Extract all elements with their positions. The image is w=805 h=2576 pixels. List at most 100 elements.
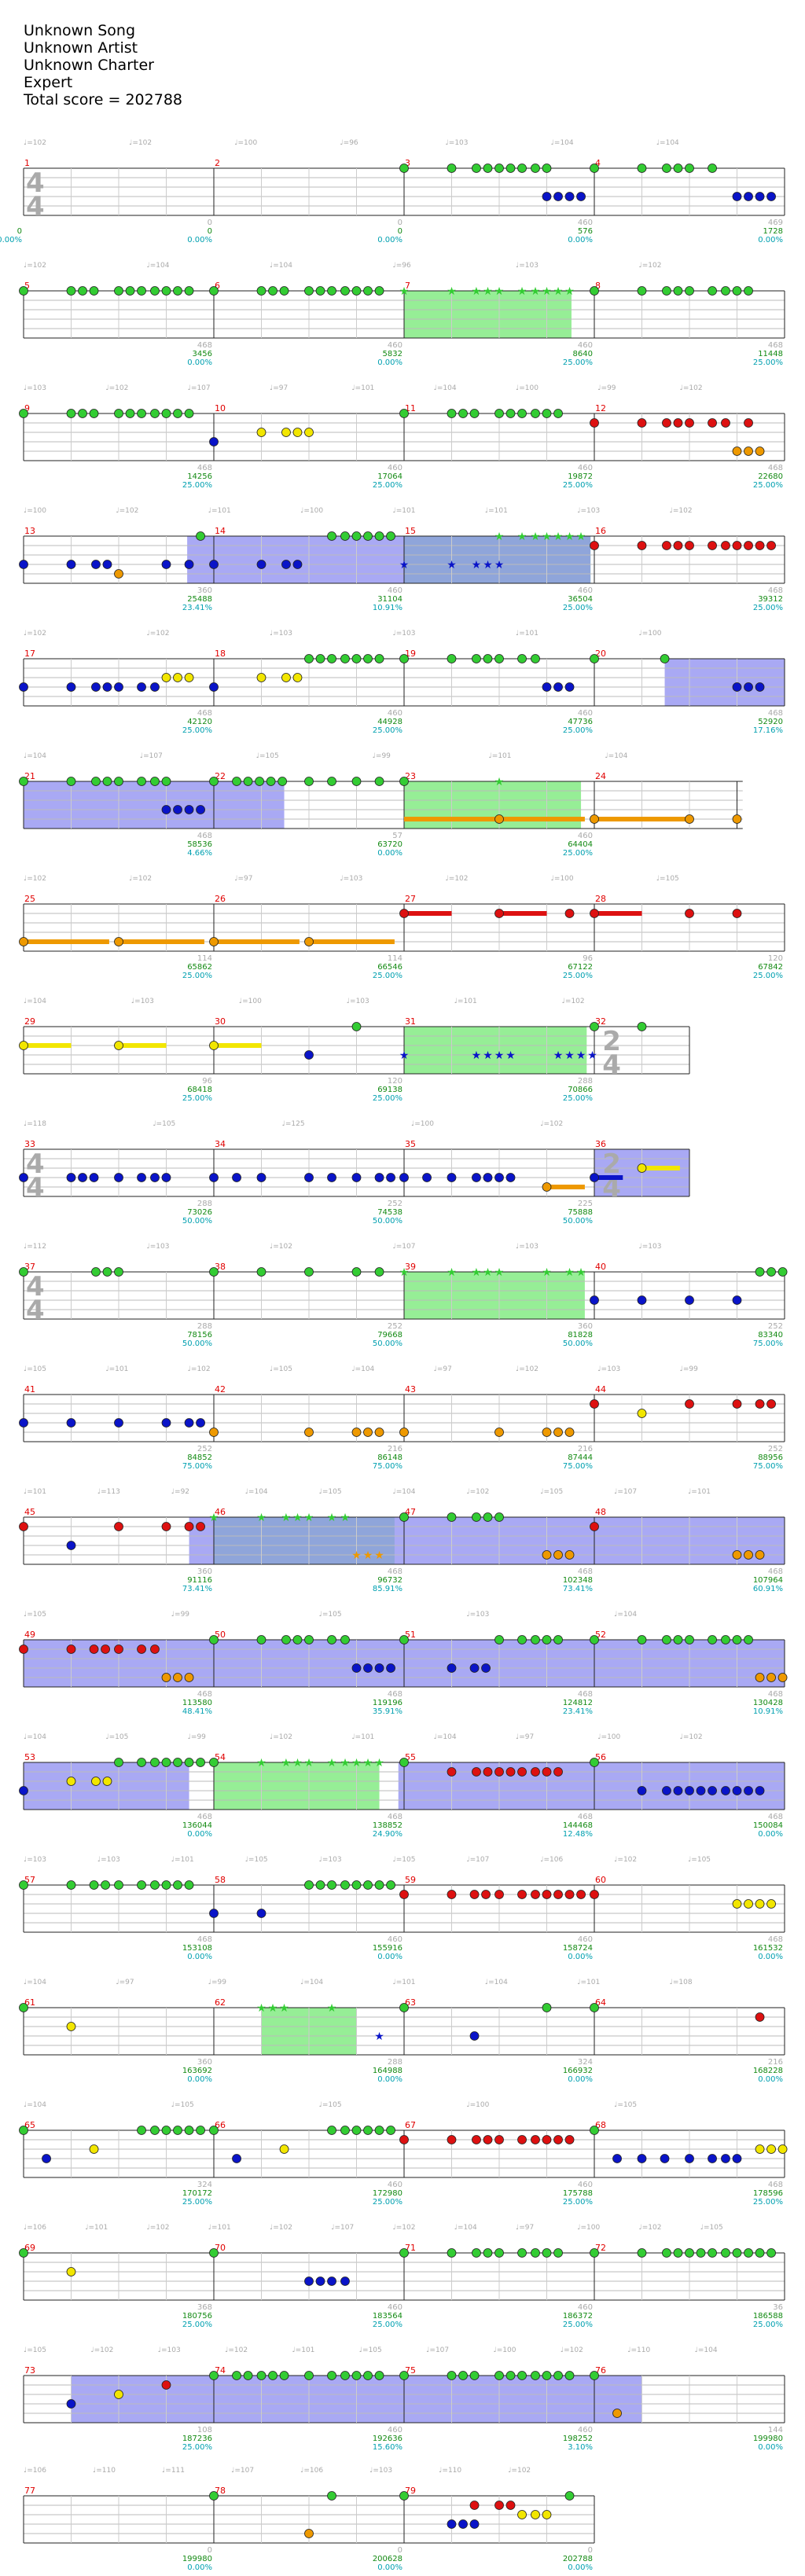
score-percent: 25.00% [182,726,212,735]
bpm-marker: ♩=104 [434,384,457,392]
score-percent: 50.00% [563,1339,593,1348]
score-note-count: 252 [768,1445,783,1453]
note-green [662,286,671,296]
note-green [531,164,540,173]
sustain-orange [404,817,585,821]
note-green [363,531,373,541]
star-note-green: ★ [279,2002,289,2015]
score-percent: 75.00% [182,1462,212,1471]
bpm-marker: ♩=105 [359,2346,382,2354]
note-green [483,2248,493,2258]
score-total: 78156 [187,1331,212,1339]
score-total: 202788 [563,2555,593,2563]
note-green [89,1880,99,1890]
note-blue [42,2154,51,2163]
score-total: 199980 [753,2435,783,2443]
score-note-count: 460 [578,464,593,472]
note-blue [696,1786,706,1795]
score-percent: 75.00% [373,1462,402,1471]
score-percent: 0.00% [187,236,212,244]
bpm-marker: ♩=104 [695,2346,718,2354]
measure-number: 25 [24,894,35,904]
note-red [590,541,599,550]
note-blue [66,1541,76,1550]
note-green [19,1880,28,1890]
measure-number: 18 [215,649,226,659]
bpm-marker: ♩=118 [24,1120,46,1128]
bpm-marker: ♩=102 [24,630,46,638]
score-total: 183564 [373,2312,402,2321]
bpm-marker: ♩=105 [245,1856,268,1864]
time-sig-bottom: 4 [26,1295,45,1326]
measure-number: 12 [595,403,606,413]
bpm-marker: ♩=102 [188,1365,211,1373]
note-blue [340,2277,350,2286]
note-green [66,1880,76,1890]
score-percent: 75.00% [563,1462,593,1471]
sustain-yellow [641,1166,680,1170]
score-percent: 10.91% [373,604,402,612]
note-yellow [19,1041,28,1050]
note-green [637,164,647,173]
score-percent: 10.91% [753,1707,783,1716]
score-total: 198252 [563,2435,593,2443]
note-green [662,2248,671,2258]
note-green [137,1758,146,1767]
note-red [755,541,765,550]
note-blue [256,560,266,569]
score-total: 74538 [377,1208,402,1217]
score-percent: 25.00% [563,481,593,490]
star-note-green: ★ [292,1512,303,1524]
score-total: 14256 [187,472,212,481]
note-green [732,1635,742,1644]
note-blue [315,2277,325,2286]
note-red [517,2135,527,2144]
note-blue [447,1173,457,1182]
measure-number: 9 [24,403,30,413]
star-note-green: ★ [576,531,586,543]
bpm-marker: ♩=104 [146,262,169,270]
star-note-green: ★ [494,776,505,788]
note-orange [304,2529,314,2538]
time-sig-top: 2 [602,1026,621,1057]
note-blue [673,1786,683,1795]
note-red [685,1399,694,1409]
note-blue [137,1173,146,1182]
note-blue [494,1173,504,1182]
measure-number: 26 [215,894,226,904]
bpm-marker: ♩=99 [188,1733,207,1741]
note-blue [66,1173,76,1182]
star-note-green: ★ [494,531,505,543]
note-blue [256,1173,266,1182]
note-yellow [114,1041,123,1050]
star-note-green: ★ [542,1266,552,1279]
note-green [351,2371,362,2380]
note-green [173,2126,182,2135]
note-green [399,777,409,786]
song-artist: Unknown Artist [24,39,138,57]
score-total: 8640 [573,350,593,358]
bpm-marker: ♩=100 [551,875,574,883]
score-total: 192636 [373,2435,402,2443]
note-green [184,2126,194,2135]
bpm-marker: ♩=105 [24,1365,46,1373]
note-green [173,1758,182,1767]
score-note-count: 460 [388,464,402,472]
score-percent: 0.00% [377,236,402,244]
measure-number: 31 [405,1016,416,1027]
bpm-marker: ♩=102 [24,139,46,147]
note-orange [744,446,753,456]
note-red [494,1890,504,1899]
note-green [327,531,336,541]
note-green [374,2371,384,2380]
bpm-marker: ♩=102 [680,384,703,392]
star-note-green: ★ [472,1266,482,1279]
sustain-blue [594,1175,623,1180]
measure-number: 36 [595,1139,606,1149]
measure-number: 43 [405,1384,416,1395]
note-red [184,1522,194,1531]
note-green [101,1880,110,1890]
song-title: Unknown Song [24,22,136,39]
score-percent: 0.00% [758,236,783,244]
note-green [351,2126,362,2135]
